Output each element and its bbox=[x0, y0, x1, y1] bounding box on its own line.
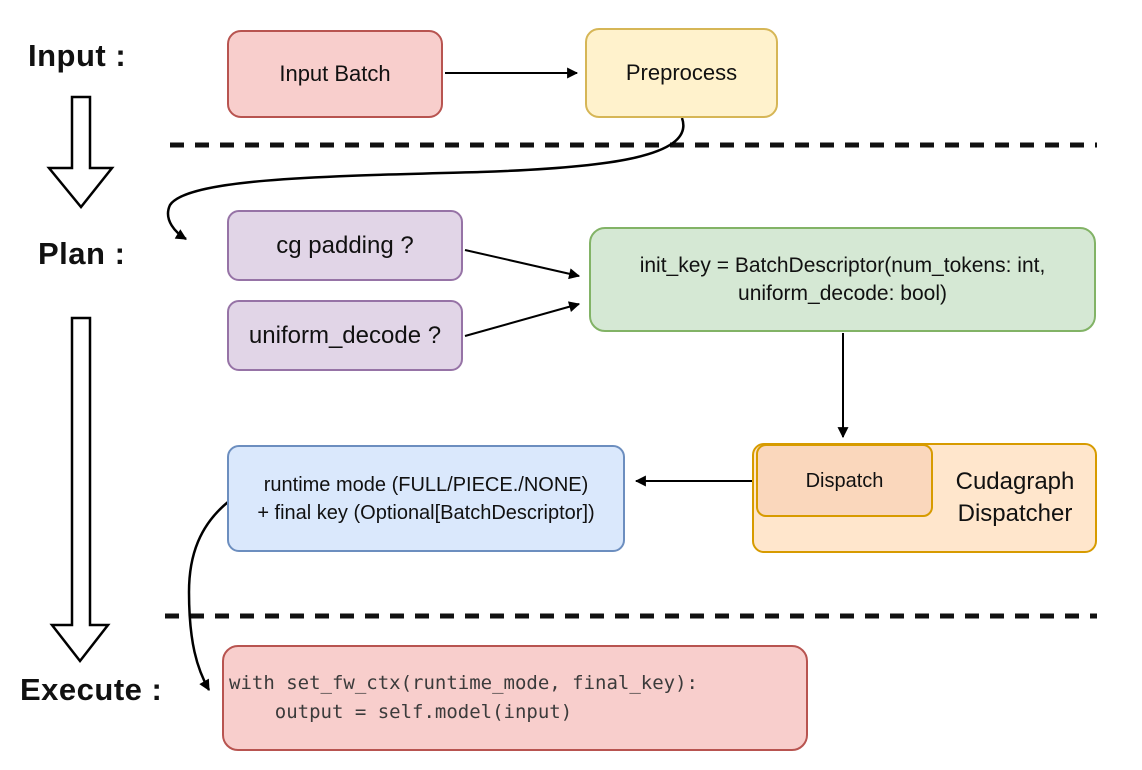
stage-label-plan: Plan : bbox=[38, 236, 126, 271]
stage-label-input: Input : bbox=[28, 38, 127, 73]
curve-preprocess-to-cg-padding bbox=[166, 117, 685, 241]
node-runtime-mode-line1: runtime mode (FULL/PIECE./NONE) bbox=[263, 473, 589, 496]
flow-arrow-input-to-plan bbox=[46, 95, 115, 209]
node-runtime-mode-line2: + final key (Optional[BatchDescriptor]) bbox=[257, 501, 595, 524]
curve-runtime-mode-to-execute-code bbox=[187, 501, 229, 691]
node-runtime-mode: runtime mode (FULL/PIECE./NONE) + final … bbox=[227, 445, 625, 552]
node-cudagraph-dispatcher-label: Cudagraph Dispatcher bbox=[955, 467, 1075, 527]
node-uniform-decode-label: uniform_decode ? bbox=[248, 321, 442, 349]
arrow-uniform-decode-to-init-key bbox=[464, 301, 581, 337]
node-preprocess-label: Preprocess bbox=[625, 59, 738, 85]
node-execute-code: with set_fw_ctx(runtime_mode, final_key)… bbox=[222, 645, 808, 751]
execute-code-line2: output = self.model(input) bbox=[229, 701, 573, 723]
node-cg-padding: cg padding ? bbox=[227, 210, 463, 281]
node-init-key: init_key = BatchDescriptor(num_tokens: i… bbox=[589, 227, 1096, 332]
node-init-key-line2: uniform_decode: bool) bbox=[738, 281, 947, 305]
arrow-cg-padding-to-init-key bbox=[464, 249, 581, 280]
execute-code-line1: with set_fw_ctx(runtime_mode, final_key)… bbox=[229, 671, 698, 694]
node-dispatch-label: Dispatch bbox=[805, 469, 884, 492]
node-dispatch: Dispatch bbox=[756, 444, 933, 517]
stage-label-execute: Execute : bbox=[20, 672, 163, 707]
node-input-batch-label: Input Batch bbox=[279, 60, 391, 86]
node-preprocess: Preprocess bbox=[585, 28, 778, 118]
node-init-key-line1: init_key = BatchDescriptor(num_tokens: i… bbox=[639, 254, 1046, 278]
node-input-batch: Input Batch bbox=[227, 30, 443, 118]
node-cg-padding-label: cg padding ? bbox=[276, 231, 414, 259]
node-uniform-decode: uniform_decode ? bbox=[227, 300, 463, 371]
flow-arrow-plan-to-execute bbox=[49, 316, 111, 664]
